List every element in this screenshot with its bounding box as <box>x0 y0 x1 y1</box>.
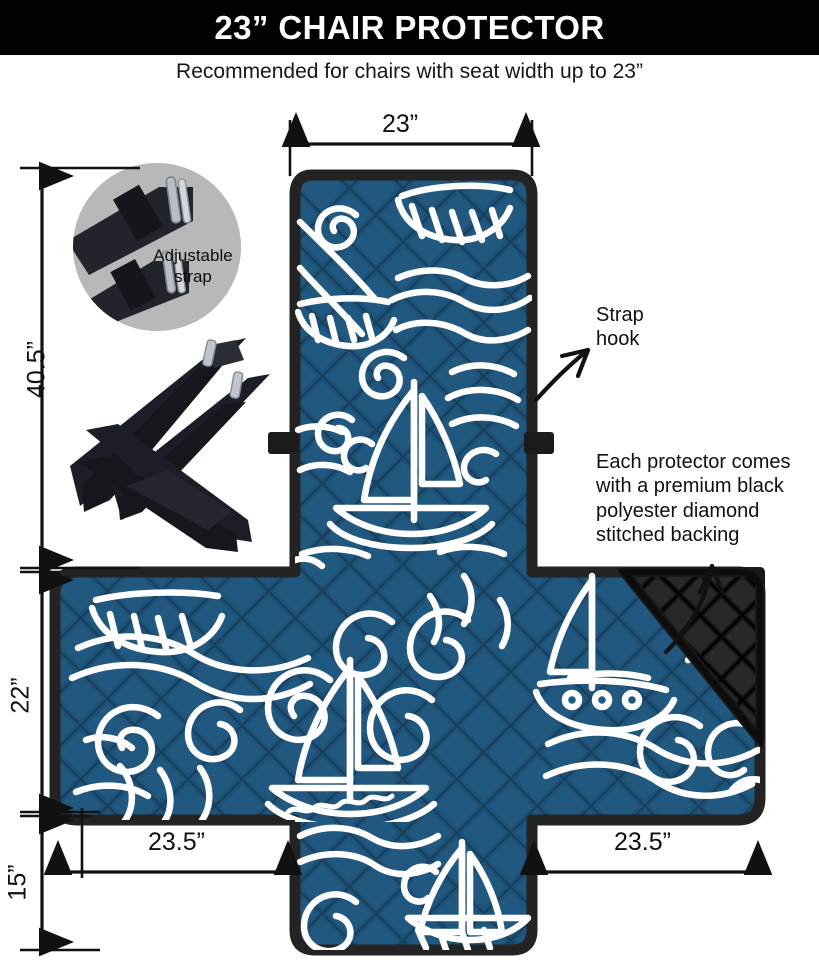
backing-line-4: stitched backing <box>596 524 740 547</box>
backing-line-2: with a premium black <box>596 475 784 498</box>
strap-hook-right <box>524 432 554 454</box>
strap-hook-tabs <box>268 432 554 454</box>
black-backing-flap <box>617 567 766 749</box>
dim-label-bottom-height: 15” <box>3 864 32 901</box>
page-subtitle: Recommended for chairs with seat width u… <box>176 60 643 83</box>
dim-label-band-height: 22” <box>6 677 35 714</box>
adjustable-strap-line-1: Adjustable <box>153 246 233 265</box>
dim-label-top-width: 23” <box>382 110 419 138</box>
backing-line-1: Each protector comes <box>596 451 791 473</box>
backing-line-3: polyester diamond <box>596 499 760 522</box>
adjustable-strap-inset <box>73 163 241 331</box>
dim-label-right-wing: 23.5” <box>614 828 671 856</box>
backing-annotation: Each protector comes with a premium blac… <box>596 450 806 548</box>
strap-upper <box>73 176 193 275</box>
strap-hook-line-2: hook <box>596 328 640 351</box>
strap-hook-line-1: Strap <box>596 304 644 326</box>
dim-label-total-height: 40.5” <box>22 341 51 398</box>
adjustable-strap-line-2: strap <box>174 267 212 287</box>
dim-label-left-wing: 23.5” <box>148 828 205 856</box>
page-title: 23” CHAIR PROTECTOR <box>214 8 605 46</box>
header-bar <box>0 0 819 55</box>
strap-hook-left <box>268 432 298 454</box>
strap-hook-annotation: Strap hook <box>596 303 716 352</box>
adjustable-strap-label: Adjustable strap <box>145 245 241 288</box>
